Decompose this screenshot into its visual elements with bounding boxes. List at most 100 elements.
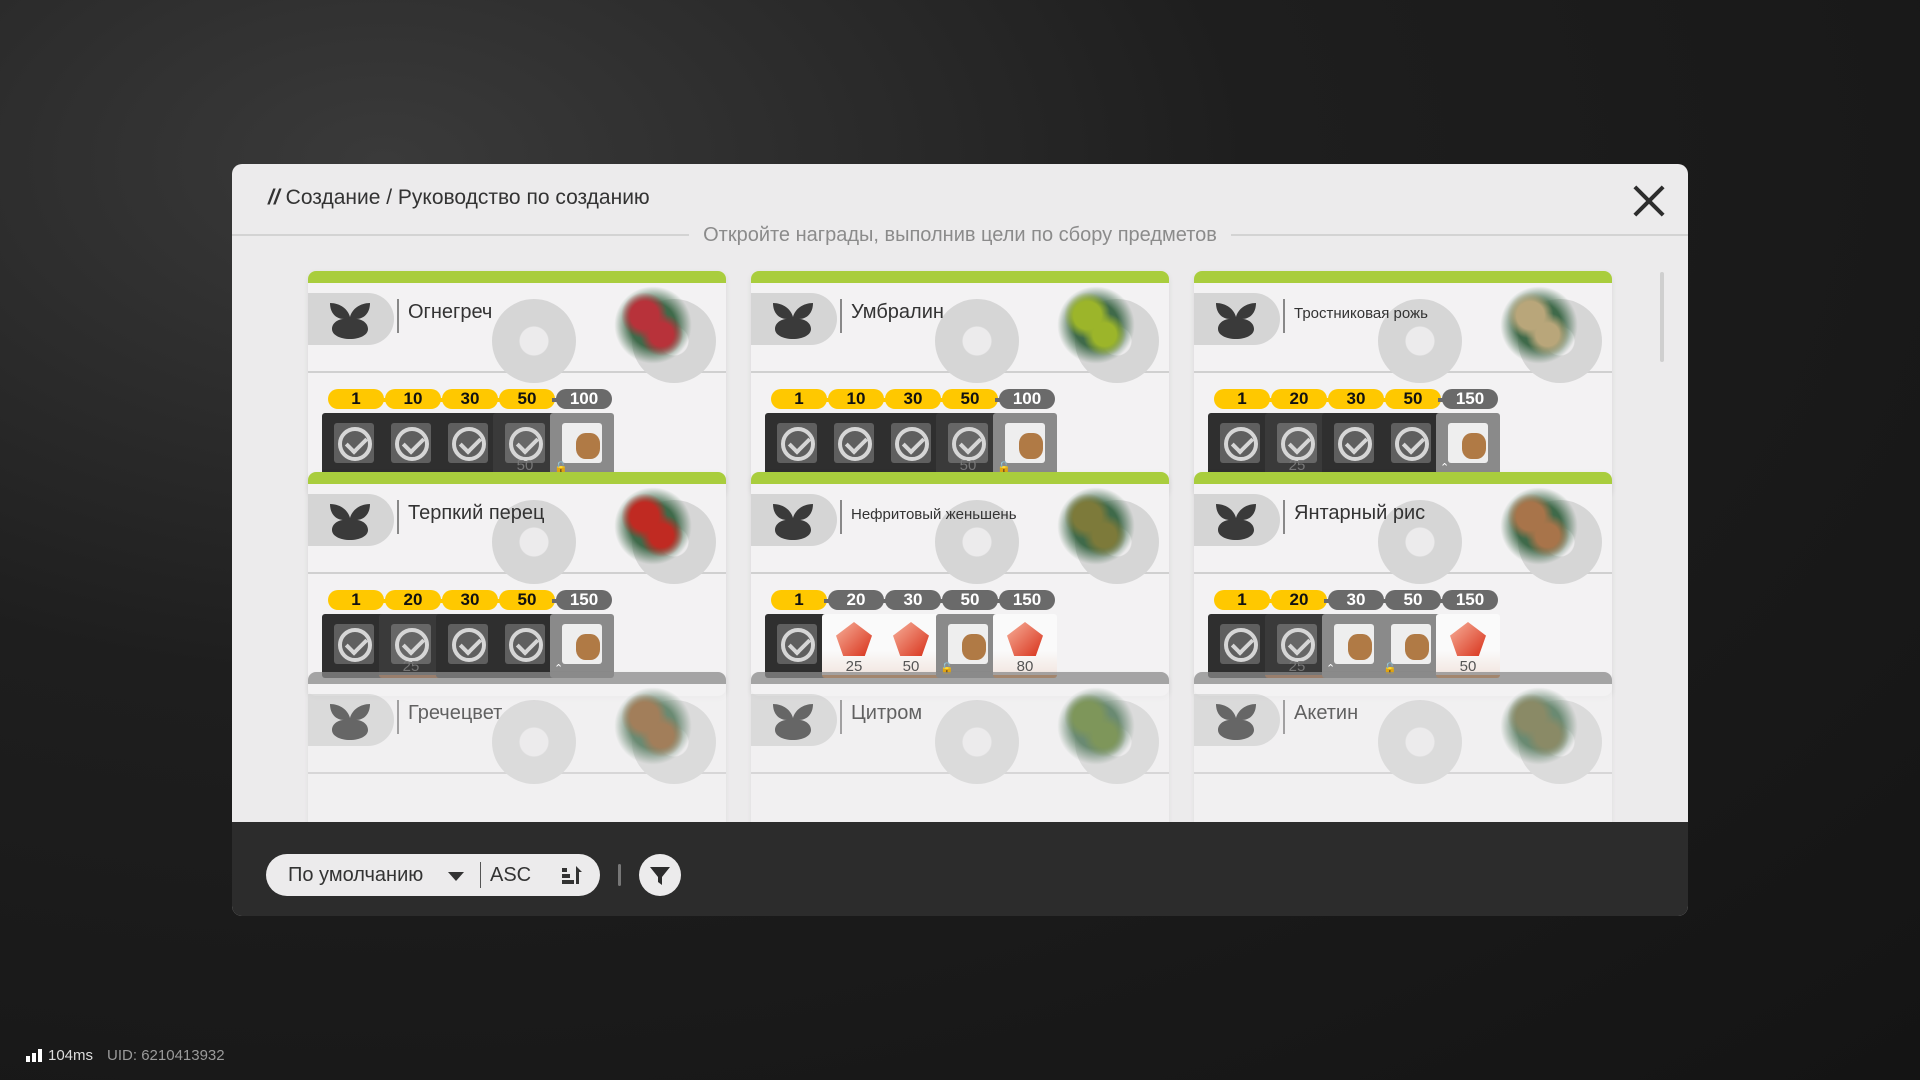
reward-item[interactable] <box>322 614 386 678</box>
breadcrumb: //Создание / Руководство по созданию <box>268 186 650 210</box>
check-icon <box>1281 427 1315 461</box>
divider <box>840 299 842 333</box>
reward-item[interactable]: 25 <box>1265 614 1329 678</box>
check-icon <box>395 427 429 461</box>
scrollbar[interactable] <box>1660 272 1664 362</box>
reward-item[interactable] <box>1208 614 1272 678</box>
check-icon <box>338 628 372 662</box>
breadcrumb-prefix: // <box>268 186 280 209</box>
leaf-icon <box>328 702 372 740</box>
reward-item[interactable] <box>879 413 943 477</box>
reward-count: 25 <box>1288 658 1306 675</box>
material-image <box>610 478 696 574</box>
reward-item[interactable] <box>1379 413 1443 477</box>
reward-item[interactable]: 50 <box>936 413 1000 477</box>
filter-button[interactable] <box>639 854 681 896</box>
material-image <box>610 678 696 774</box>
reward-item[interactable]: 25 <box>1265 413 1329 477</box>
material-card[interactable]: Цитром <box>751 672 1169 822</box>
reward-item[interactable] <box>822 413 886 477</box>
reward-item[interactable] <box>1322 413 1386 477</box>
reward-item[interactable]: 50 <box>879 614 943 678</box>
reward-item[interactable] <box>436 413 500 477</box>
crystal-icon <box>836 622 872 656</box>
milestone-pill: 30 <box>442 389 498 409</box>
decor-ring <box>1378 700 1462 784</box>
divider <box>1283 299 1285 333</box>
check-icon <box>338 427 372 461</box>
card-accent-bar <box>308 472 726 484</box>
material-card[interactable]: Акетин <box>1194 672 1612 822</box>
check-icon <box>1338 427 1372 461</box>
reward-item[interactable] <box>765 614 829 678</box>
reward-item[interactable]: 🔓 <box>1379 614 1443 678</box>
check-icon <box>838 427 872 461</box>
milestone-pill: 20 <box>1271 389 1327 409</box>
reward-item[interactable]: 50 <box>493 413 557 477</box>
reward-item[interactable]: ⌃ <box>1322 614 1386 678</box>
divider <box>1283 700 1285 734</box>
upgrade-icon: ⌃ <box>1440 462 1450 474</box>
reward-item[interactable] <box>436 614 500 678</box>
reward-item[interactable]: 50 <box>1436 614 1500 678</box>
reward-item[interactable]: 25 <box>379 614 443 678</box>
milestone-pill: 50 <box>942 590 998 610</box>
material-name: Умбралин <box>851 301 944 323</box>
material-name: Терпкий перец <box>408 502 545 524</box>
material-name: Янтарный рис <box>1294 502 1426 524</box>
reward-item[interactable] <box>493 614 557 678</box>
sort-order-label[interactable]: ASC <box>490 864 532 886</box>
milestone-pill: 100 <box>556 389 612 409</box>
reward-item[interactable]: 🔓 <box>936 614 1000 678</box>
card-accent-bar <box>308 271 726 283</box>
divider <box>397 299 399 333</box>
reward-item[interactable] <box>1208 413 1272 477</box>
check-icon <box>781 427 815 461</box>
reward-item[interactable] <box>322 413 386 477</box>
milestone-pill: 50 <box>499 590 555 610</box>
divider <box>840 500 842 534</box>
ping-text: 104ms <box>48 1047 94 1064</box>
reward-item[interactable]: 80 <box>993 614 1057 678</box>
check-icon <box>1224 628 1258 662</box>
reward-item[interactable]: 🔓 <box>550 413 614 477</box>
material-image <box>1053 478 1139 574</box>
card-accent-bar <box>751 271 1169 283</box>
divider <box>480 862 481 888</box>
milestone-pill: 1 <box>771 389 827 409</box>
decor-ring <box>1378 299 1462 383</box>
reward-item[interactable] <box>765 413 829 477</box>
check-icon <box>952 427 986 461</box>
sort-dropdown[interactable]: По умолчанию <box>288 864 424 886</box>
reward-item[interactable]: ⌃ <box>550 614 614 678</box>
decor-ring <box>492 500 576 584</box>
reward-item[interactable]: 25 <box>822 614 886 678</box>
reward-item[interactable]: ⌃ <box>1436 413 1500 477</box>
material-name: Тростниковая рожь <box>1294 305 1428 322</box>
close-icon[interactable] <box>1632 184 1666 218</box>
material-card[interactable]: Гречецвет <box>308 672 726 822</box>
card-accent-bar <box>308 672 726 684</box>
reward-item[interactable]: 🔓 <box>993 413 1057 477</box>
sort-order-icon[interactable] <box>562 866 582 884</box>
bottom-toolbar: По умолчанию ASC <box>232 822 1688 916</box>
check-icon <box>452 427 486 461</box>
card-accent-bar <box>1194 271 1612 283</box>
chevron-down-icon[interactable] <box>448 872 464 881</box>
reward-art <box>1391 624 1431 664</box>
reward-item[interactable] <box>379 413 443 477</box>
unlock-icon: 🔓 <box>997 462 1011 474</box>
milestone-pill: 150 <box>1442 590 1498 610</box>
